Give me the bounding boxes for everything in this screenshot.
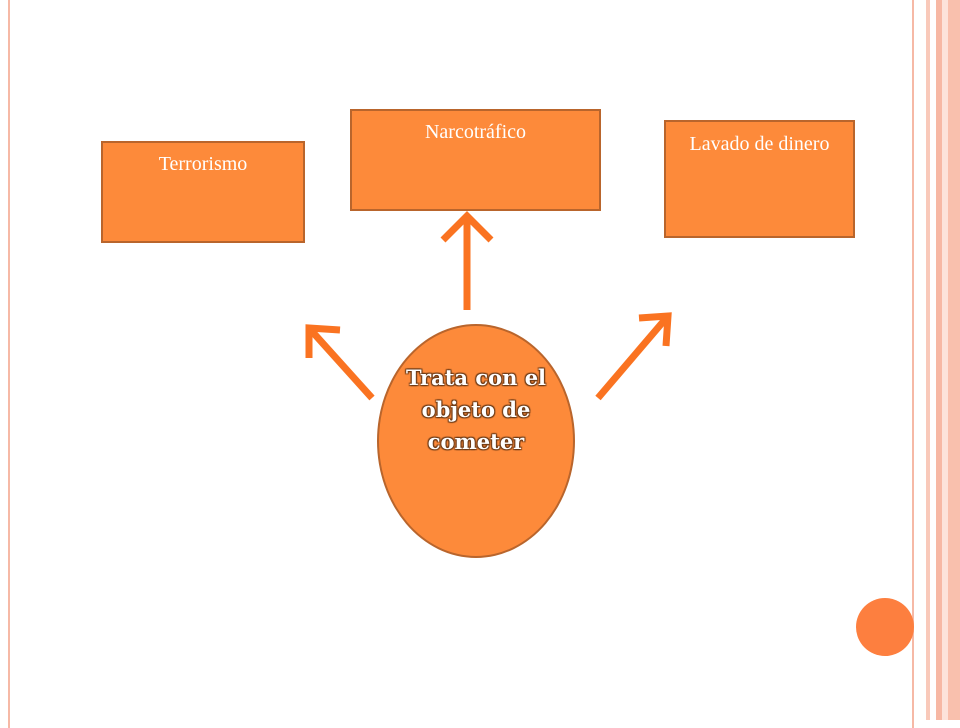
arrow-to-narcotrafico xyxy=(440,211,494,310)
center-line-1: Trata con el xyxy=(405,365,547,390)
arrow-to-terrorismo xyxy=(305,324,375,401)
center-label: Trata con el objeto de cometer xyxy=(377,362,575,458)
center-line-3: cometer xyxy=(427,429,525,454)
arrow-to-lavado xyxy=(595,312,672,401)
node-narcotrafico: Narcotráfico xyxy=(350,109,601,211)
center-line-2: objeto de xyxy=(421,397,531,422)
node-label: Narcotráfico xyxy=(424,121,527,143)
center-ellipse xyxy=(377,324,575,558)
decorative-circle xyxy=(856,598,914,656)
node-lavado-de-dinero: Lavado de dinero xyxy=(664,120,855,238)
slide-frame xyxy=(8,0,914,728)
node-label: Lavado de dinero xyxy=(689,133,830,155)
node-label: Terrorismo xyxy=(158,153,248,175)
decorative-stripes xyxy=(916,0,960,720)
node-terrorismo: Terrorismo xyxy=(101,141,305,243)
